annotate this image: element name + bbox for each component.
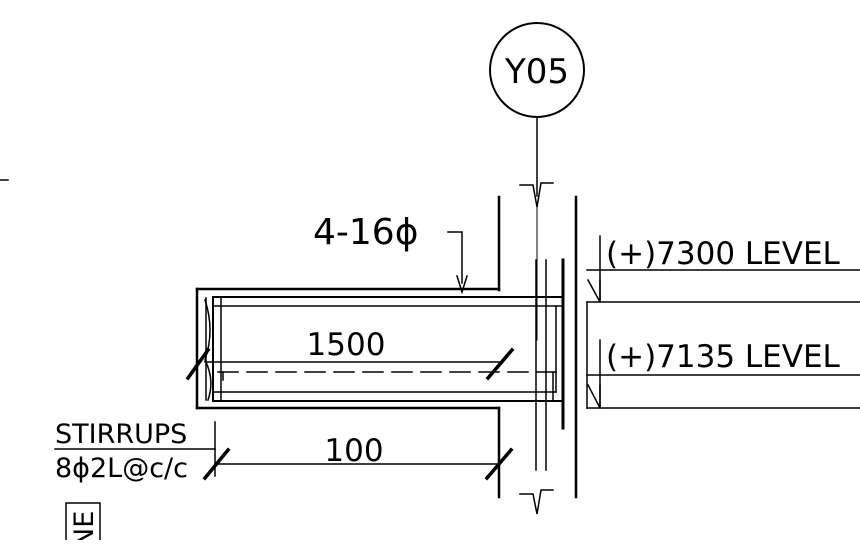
stirrups-spec: 8ϕ2L@c/c [55, 453, 188, 484]
section-mark: NE [65, 502, 101, 545]
level-bottom-arrow [586, 383, 601, 409]
beam-reinforcement [204, 296, 564, 402]
dimension-upper: 1500 [185, 327, 515, 381]
section-mark-box [65, 502, 101, 541]
rebar-callout-label: 4-16ϕ [313, 212, 418, 253]
beam-main-bar [212, 296, 564, 402]
dimension-lower-label: 100 [324, 433, 383, 469]
grid-break-bottom [519, 489, 554, 515]
section-mark-label: NE [69, 511, 100, 540]
dimension-lower-tick-right [484, 447, 514, 481]
stirrups-note: STIRRUPS 8ϕ2L@c/c [54, 419, 216, 484]
rebar-callout-arrow [456, 275, 468, 295]
rebar-callout-leader [447, 231, 463, 284]
grid-bubble: Y05 [489, 22, 585, 515]
dimension-lower-tick-left [202, 447, 231, 481]
level-top-arrow [586, 278, 601, 303]
beam-outline [195, 287, 501, 410]
rebar-callout: 4-16ϕ [313, 212, 468, 295]
column-outline [497, 195, 578, 499]
level-top: (+)7300 LEVEL [586, 235, 860, 303]
dimension-upper-tick-left [185, 347, 211, 381]
stirrups-title: STIRRUPS [55, 419, 187, 450]
dimension-upper-label: 1500 [307, 327, 386, 363]
grid-bubble-label: Y05 [504, 52, 569, 92]
level-bottom-label: (+)7135 LEVEL [606, 339, 841, 375]
level-bottom: (+)7135 LEVEL [586, 301, 860, 409]
column-rebars [535, 258, 565, 471]
dimension-upper-tick-right [485, 347, 515, 381]
level-top-label: (+)7300 LEVEL [606, 236, 841, 272]
beam-end-hook [204, 299, 212, 401]
dimension-lower: 100 [202, 421, 514, 481]
